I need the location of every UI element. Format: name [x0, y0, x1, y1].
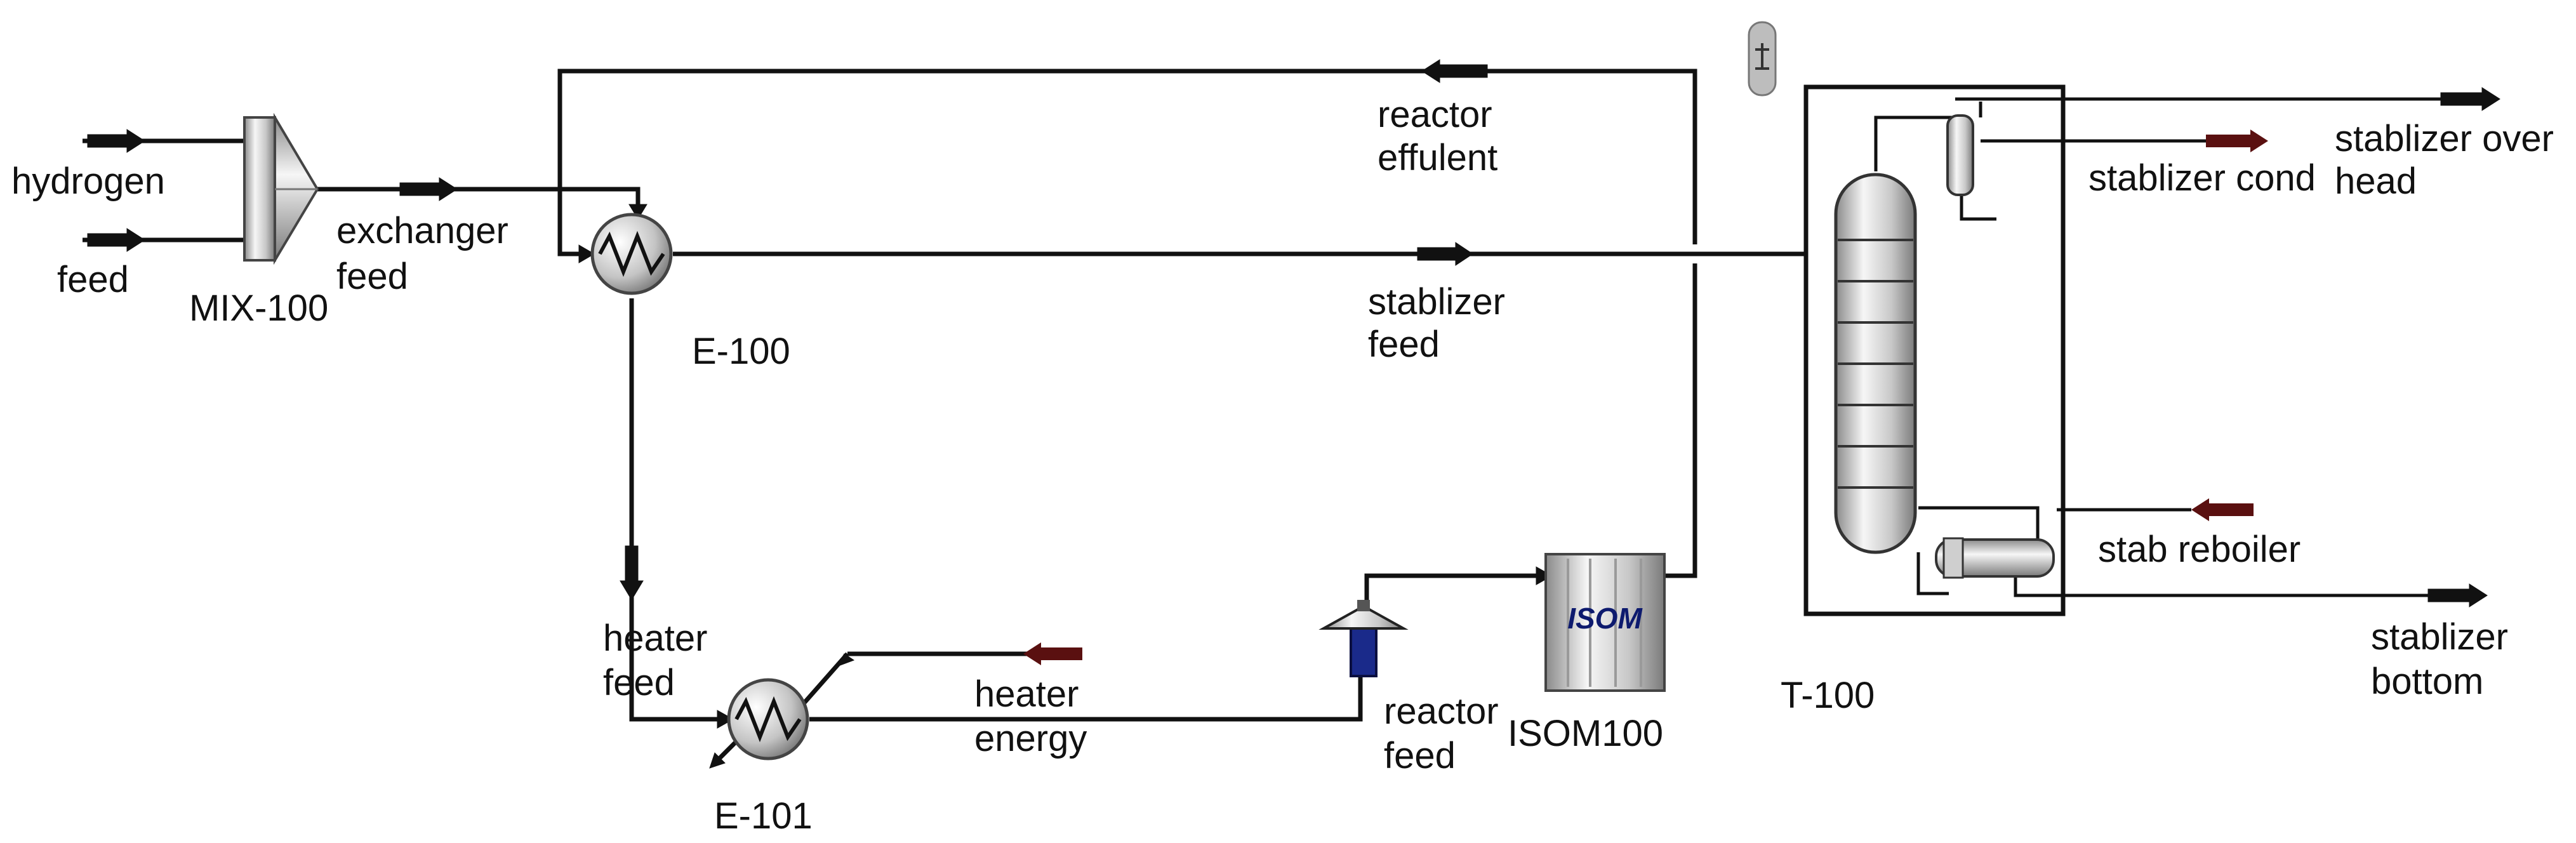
feed-label[interactable]: feed	[57, 259, 129, 300]
heater-energy-label-line1[interactable]: heater	[974, 674, 1079, 715]
e100-tube-inlet-arrowhead	[628, 204, 647, 220]
reactor-feed-label-line2[interactable]: feed	[1384, 735, 1456, 776]
e100-shell-inlet-arrowhead	[578, 244, 595, 263]
heater-feed-label-line1[interactable]: heater	[603, 618, 707, 659]
stablizer-bottom-label-line2[interactable]: bottom	[2371, 661, 2483, 702]
stab-reboiler-label[interactable]: stab reboiler	[2098, 529, 2300, 570]
heater-feed-arrow-icon[interactable]	[620, 545, 644, 601]
reactor-label: ISOM100	[1508, 713, 1663, 754]
stream-labels: hydrogen feed MIX-100 exchanger feed E-1…	[11, 94, 2554, 837]
stablizer-cond-label[interactable]: stablizer cond	[2088, 157, 2316, 199]
stablizer-bottom-arrow-icon[interactable]	[2427, 583, 2488, 607]
controller-icon[interactable]	[1748, 21, 1777, 96]
heater-icon[interactable]	[727, 678, 809, 760]
stablizer-over-head-arrow-icon[interactable]	[2440, 87, 2500, 111]
energy-arrowhead	[835, 653, 855, 667]
heat-exchanger-icon[interactable]	[590, 213, 673, 295]
stream-arrows	[87, 59, 2500, 769]
exchanger-feed-label-line1[interactable]: exchanger	[336, 210, 508, 251]
stablizer-cond-arrow-icon[interactable]	[2206, 129, 2268, 152]
feed-arrow-icon[interactable]	[87, 228, 145, 252]
heater-feed-label-line2[interactable]: feed	[603, 662, 675, 703]
stablizer-feed-arrow-icon[interactable]	[1417, 242, 1473, 266]
reactor-feed-line[interactable]	[1364, 573, 1546, 608]
stablizer-bottom-label-line1[interactable]: stablizer	[2371, 616, 2508, 658]
reactor-icon[interactable]: ISOM	[1544, 553, 1666, 692]
exchanger-feed-arrow-icon[interactable]	[399, 177, 458, 201]
hydrogen-label[interactable]: hydrogen	[11, 161, 165, 202]
distillation-column-icon[interactable]	[1803, 84, 2441, 616]
reactor-effulent-arrow-icon[interactable]	[1421, 59, 1488, 83]
stablizer-feed-label-line1[interactable]: stablizer	[1368, 281, 1505, 322]
exchanger-feed-line[interactable]	[317, 187, 641, 209]
stab-reboiler-arrow-icon[interactable]	[2191, 498, 2254, 521]
stablizer-feed-label-line2[interactable]: feed	[1368, 324, 1440, 365]
heater-outlet-line[interactable]	[809, 625, 1363, 722]
heater-energy-label-line2[interactable]: energy	[974, 718, 1087, 759]
reactor-effulent-label-line1[interactable]: reactor	[1378, 94, 1492, 135]
reactor-effulent-line[interactable]	[557, 69, 1697, 578]
pump-icon[interactable]	[1318, 600, 1409, 677]
e101-inlet-arrowhead	[717, 710, 734, 729]
e101-out-arrowhead	[709, 752, 726, 769]
reactor-effulent-label-line2[interactable]: effulent	[1378, 137, 1497, 178]
reactor-inlet-arrowhead	[1536, 566, 1553, 585]
stablizer-over-head-label-line1[interactable]: stablizer over	[2335, 118, 2554, 159]
reactor-inner-label: ISOM	[1567, 602, 1643, 635]
hydrogen-arrow-icon[interactable]	[87, 129, 145, 153]
energy-arrows	[1023, 129, 2268, 665]
heater-label: E-101	[714, 795, 813, 837]
mixer-label: MIX-100	[189, 288, 328, 329]
mixer-icon[interactable]	[243, 112, 319, 265]
exchanger-label: E-100	[692, 331, 790, 372]
heater-feed-line[interactable]	[629, 298, 729, 722]
heater-energy-arrow-icon[interactable]	[1023, 642, 1082, 665]
reactor-feed-label-line1[interactable]: reactor	[1384, 691, 1499, 732]
exchanger-feed-label-line2[interactable]: feed	[336, 256, 408, 297]
stablizer-over-head-label-line2[interactable]: head	[2335, 161, 2417, 202]
column-label: T-100	[1781, 675, 1875, 716]
